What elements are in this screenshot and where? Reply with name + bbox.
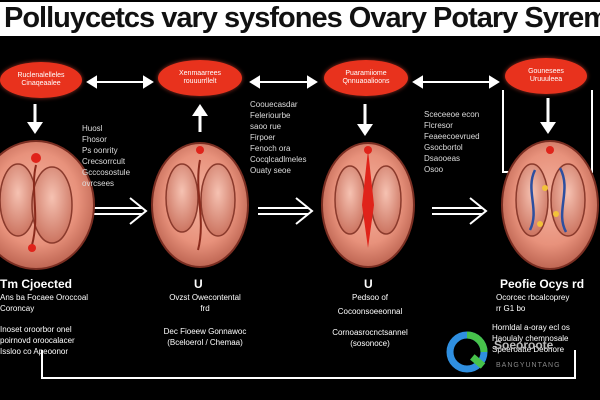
right-arrow-1: [92, 197, 148, 225]
caption-3-bottom: Cornoasrocnctsannel (sosonoce): [332, 328, 408, 348]
down-arrow-3: [357, 104, 373, 136]
watermark-text: Soeoroote: [494, 338, 554, 352]
stage-pill-4-label: Gounesees Uruuuleea: [528, 68, 564, 83]
down-arrow-1: [27, 104, 43, 134]
page-title: Polluycetcs vary sysfones Ovary Potary S…: [4, 2, 600, 34]
caption-3-mark: U: [364, 277, 373, 291]
ovary-illustration-3: [321, 142, 415, 268]
caption-3-lines: Cocoonsoeeonnal: [337, 307, 403, 316]
down-arrow-4: [540, 98, 556, 134]
stage-pill-3-label: Puaramiiome Qnnuaoalioons: [342, 70, 390, 85]
caption-2-bottom: Dec Fioeew Gonnawoc (Bceloerol / Chemaa): [163, 327, 247, 347]
double-arrow-3: [412, 75, 500, 89]
right-arrow-2: [258, 197, 314, 225]
double-arrow-1: [86, 75, 154, 89]
bottom-bracket-line: [41, 350, 576, 379]
side-note-1: Huosl Fhosor Ps oonrity Crecsorrcult Gcc…: [82, 124, 131, 188]
ovary-illustration-4: [501, 140, 599, 270]
stage-pill-1-label: Ruclenalelleles Cinaqeaalee: [17, 72, 65, 87]
caption-4-bottom: Hornldal a-oray ecl os Haoulaly chemnosa…: [492, 323, 570, 354]
caption-4-lines: Ocorcec rbcalcoprey rr G1 bo: [496, 293, 570, 313]
caption-1-bottom: Inoset oroorbor onel poirnovd oroocalace…: [0, 325, 75, 356]
stage-pill-1: Ruclenalelleles Cinaqeaalee: [0, 62, 82, 98]
ovary-illustration-2: [151, 142, 249, 268]
caption-3-title: Pedsoo of: [351, 293, 389, 302]
caption-2-mark: U: [194, 277, 203, 291]
up-arrow-2: [192, 104, 208, 132]
title-banner: Polluycetcs vary sysfones Ovary Potary S…: [0, 2, 600, 36]
right-arrow-3: [432, 197, 488, 225]
side-note-2: Coouecasdar Feleriourbe saoo rue Firpoer…: [250, 100, 307, 175]
side-note-3: Sceceeoe econ Flcresor Feaeecoevrued Gso…: [424, 110, 480, 174]
ovary-illustration-1: [0, 140, 95, 270]
stage-pill-3: Puaramiiome Qnnuaoalioons: [324, 60, 408, 96]
watermark-logo: [445, 330, 489, 374]
stage-pill-2: Xenmaarrees rouuurrllelt: [158, 60, 242, 96]
caption-4-title: Peofie Ocys rd: [500, 277, 585, 291]
watermark-subtext: BANGYUNTANG: [496, 362, 561, 369]
double-arrow-2: [249, 75, 318, 89]
watermark-logo-icon: [446, 331, 488, 373]
caption-1-title: Tm Cjoected: [0, 277, 73, 291]
stage-pill-4: Gounesees Uruuuleea: [505, 58, 587, 94]
stage-pill-2-label: Xenmaarrees rouuurrllelt: [178, 70, 222, 85]
caption-2-title: Ovzst Owecontental frd: [169, 293, 241, 313]
caption-1-lines: Ans ba Focaee Oroccoal Coroncay: [0, 293, 89, 313]
